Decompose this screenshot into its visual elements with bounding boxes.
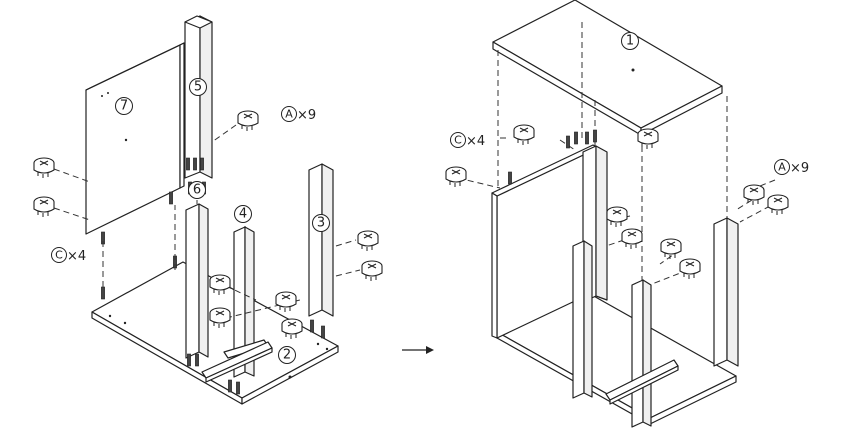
svg-text:7: 7 [120,99,128,114]
front-rail-left [572,240,593,399]
rail-panel-4 [223,226,269,378]
top-panel-1 [492,0,723,136]
svg-text:×4: ×4 [67,249,86,264]
step-arrow [402,346,434,354]
front-rail-right [631,279,652,428]
rail-panel-5 [184,15,213,179]
label-1: 1 [621,32,639,50]
svg-text:×9: ×9 [297,108,316,123]
svg-text:C: C [55,249,63,262]
callout-cams-left: A ×9 [281,106,316,123]
side-panel-7 [85,42,185,235]
bottom-panel-2 [91,261,339,405]
label-5: 5 [189,78,207,96]
label-3: 3 [312,214,330,232]
callout-dowels-right: C ×4 [450,132,485,149]
callout-dowels-left: C ×4 [51,247,86,264]
label-6: 6 [188,181,206,199]
side-panel-right-assembled [713,217,739,367]
label-4: 4 [234,205,252,223]
drawer-slide-right [605,359,679,405]
svg-text:A: A [778,161,786,174]
callout-cams-right: A ×9 [774,159,809,176]
svg-text:6: 6 [193,183,201,198]
rail-panel-6 [185,203,209,359]
label-7: 7 [115,97,133,115]
svg-text:2: 2 [283,348,291,363]
side-panel-3 [308,163,334,317]
svg-text:4: 4 [239,207,247,222]
svg-text:1: 1 [626,34,634,49]
svg-text:×9: ×9 [790,161,809,176]
drawer-slide-left [201,341,273,383]
svg-text:×4: ×4 [466,134,485,149]
svg-text:C: C [454,134,462,147]
svg-text:A: A [285,108,293,121]
svg-text:3: 3 [317,216,325,231]
label-2: 2 [278,346,296,364]
svg-text:5: 5 [194,80,202,95]
guide-lines-right [457,22,776,288]
